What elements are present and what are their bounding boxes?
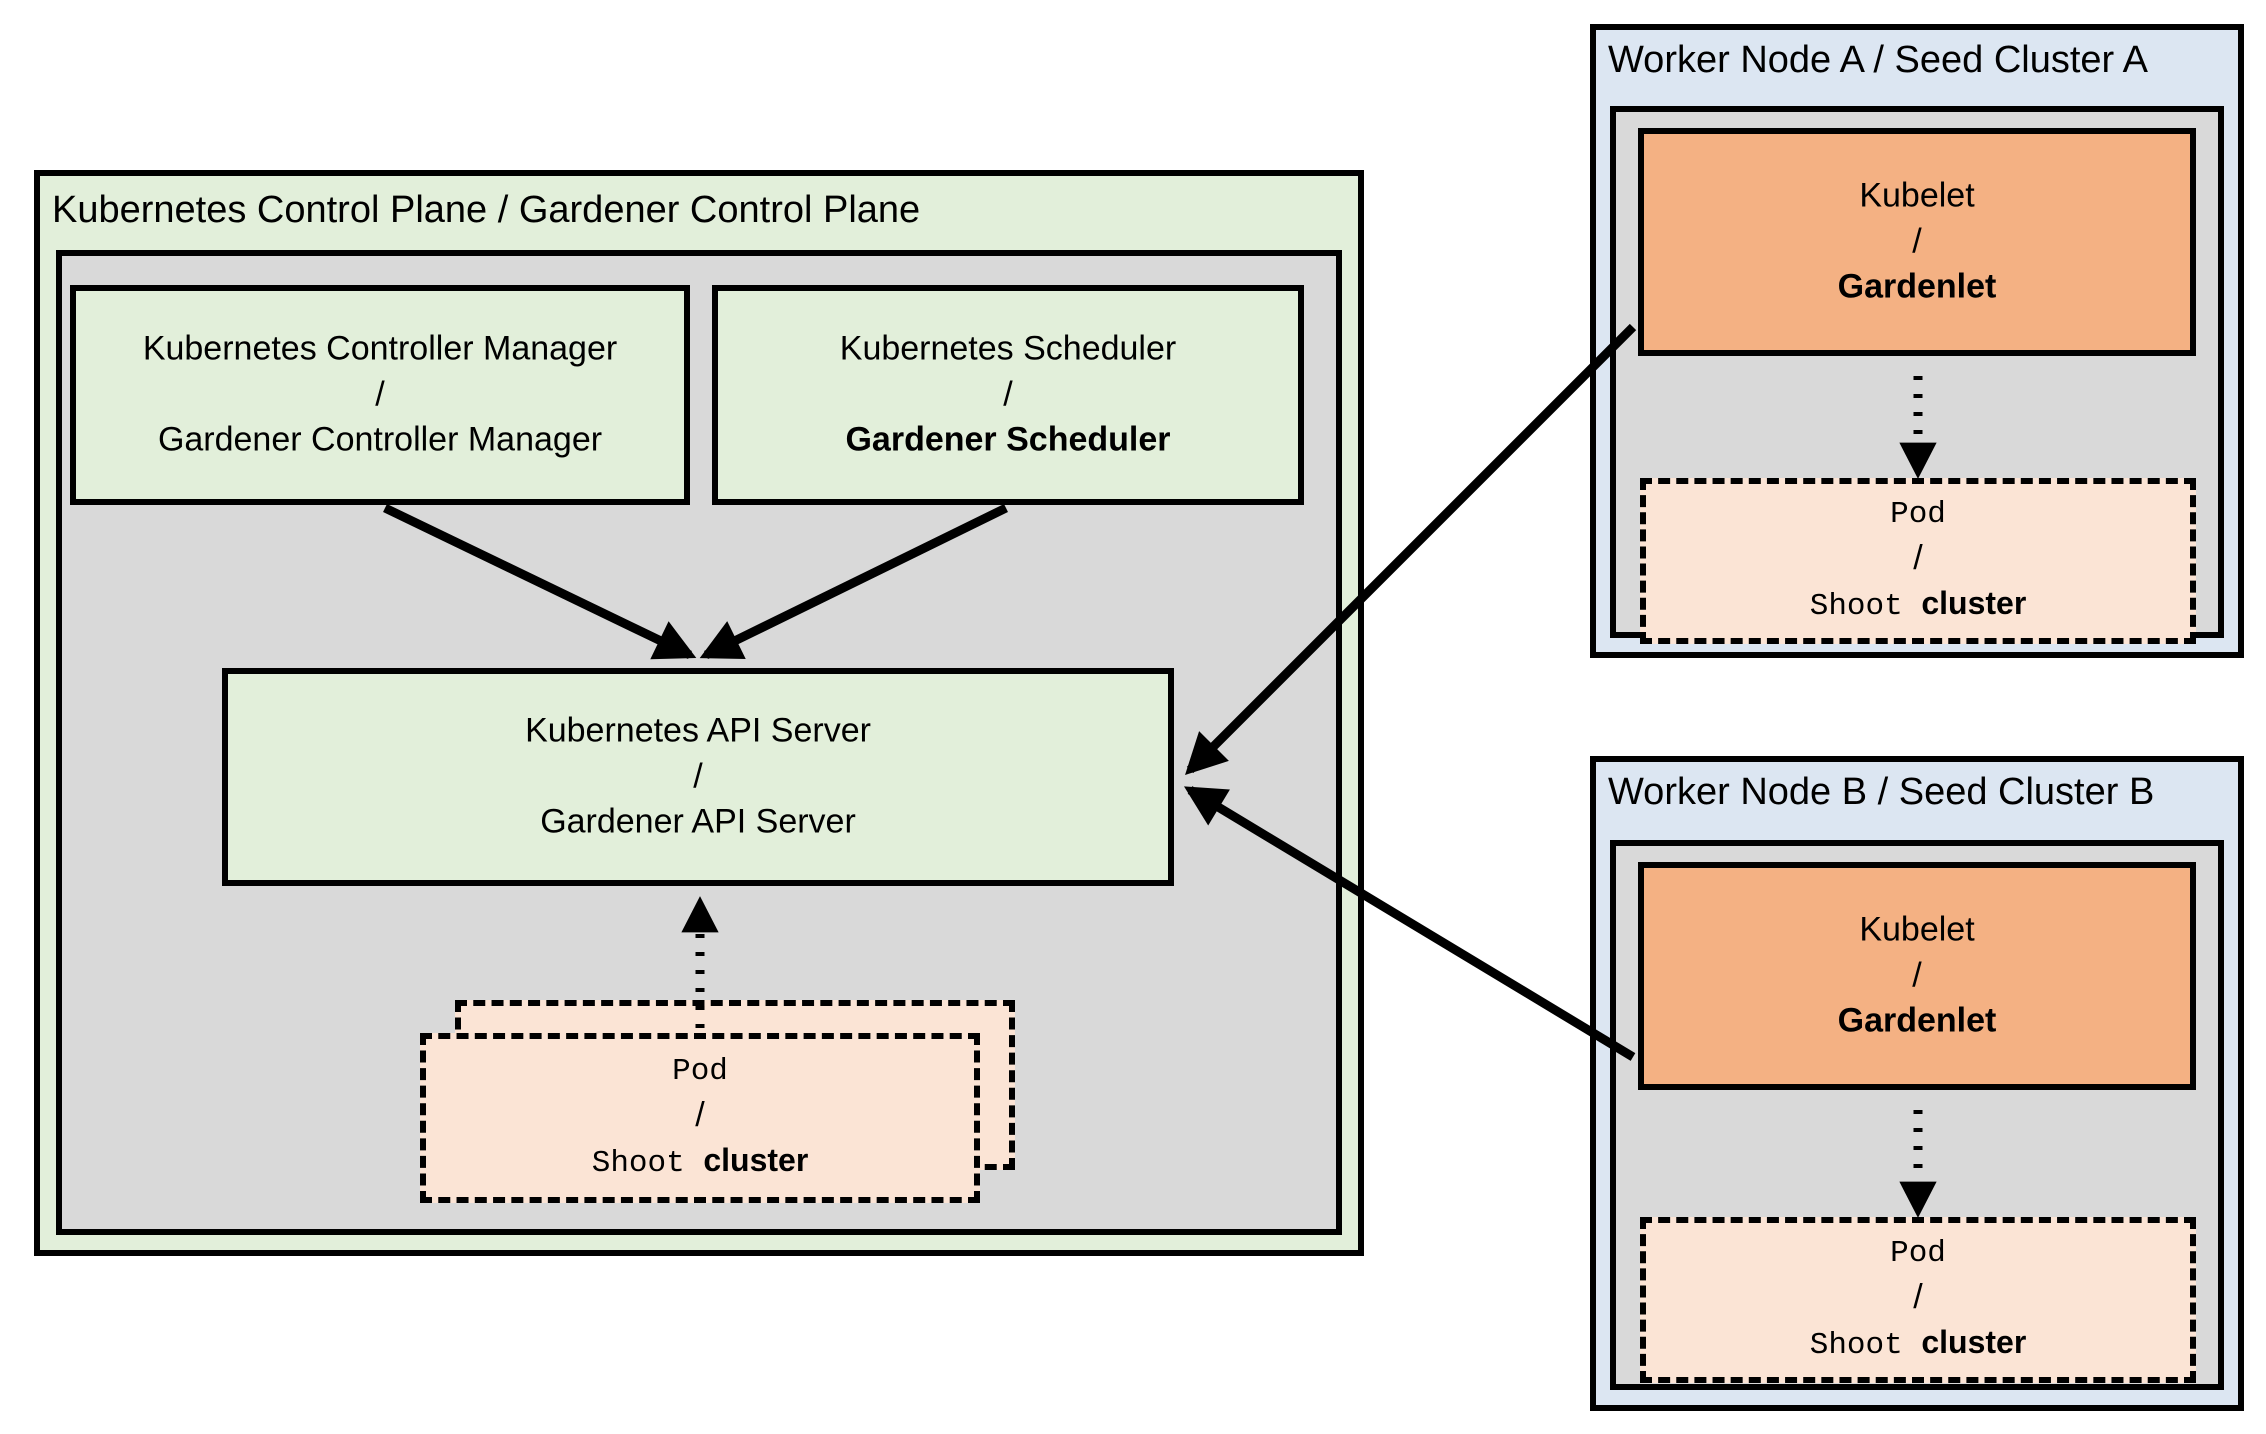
connector-controller-manager-to-api-server: [383, 503, 697, 660]
seed-cluster-a-title: Worker Node A / Seed Cluster A: [1608, 39, 2149, 81]
seed-cluster-b-title: Worker Node B / Seed Cluster B: [1608, 771, 2155, 813]
connector-gardenlet-b-to-api-server: [1183, 786, 1636, 1061]
connector-scheduler-to-api-server: [699, 503, 1008, 660]
control-plane-title: Kubernetes Control Plane / Gardener Cont…: [52, 189, 921, 231]
connector-gardenlet-a-to-api-server: [1185, 323, 1637, 775]
